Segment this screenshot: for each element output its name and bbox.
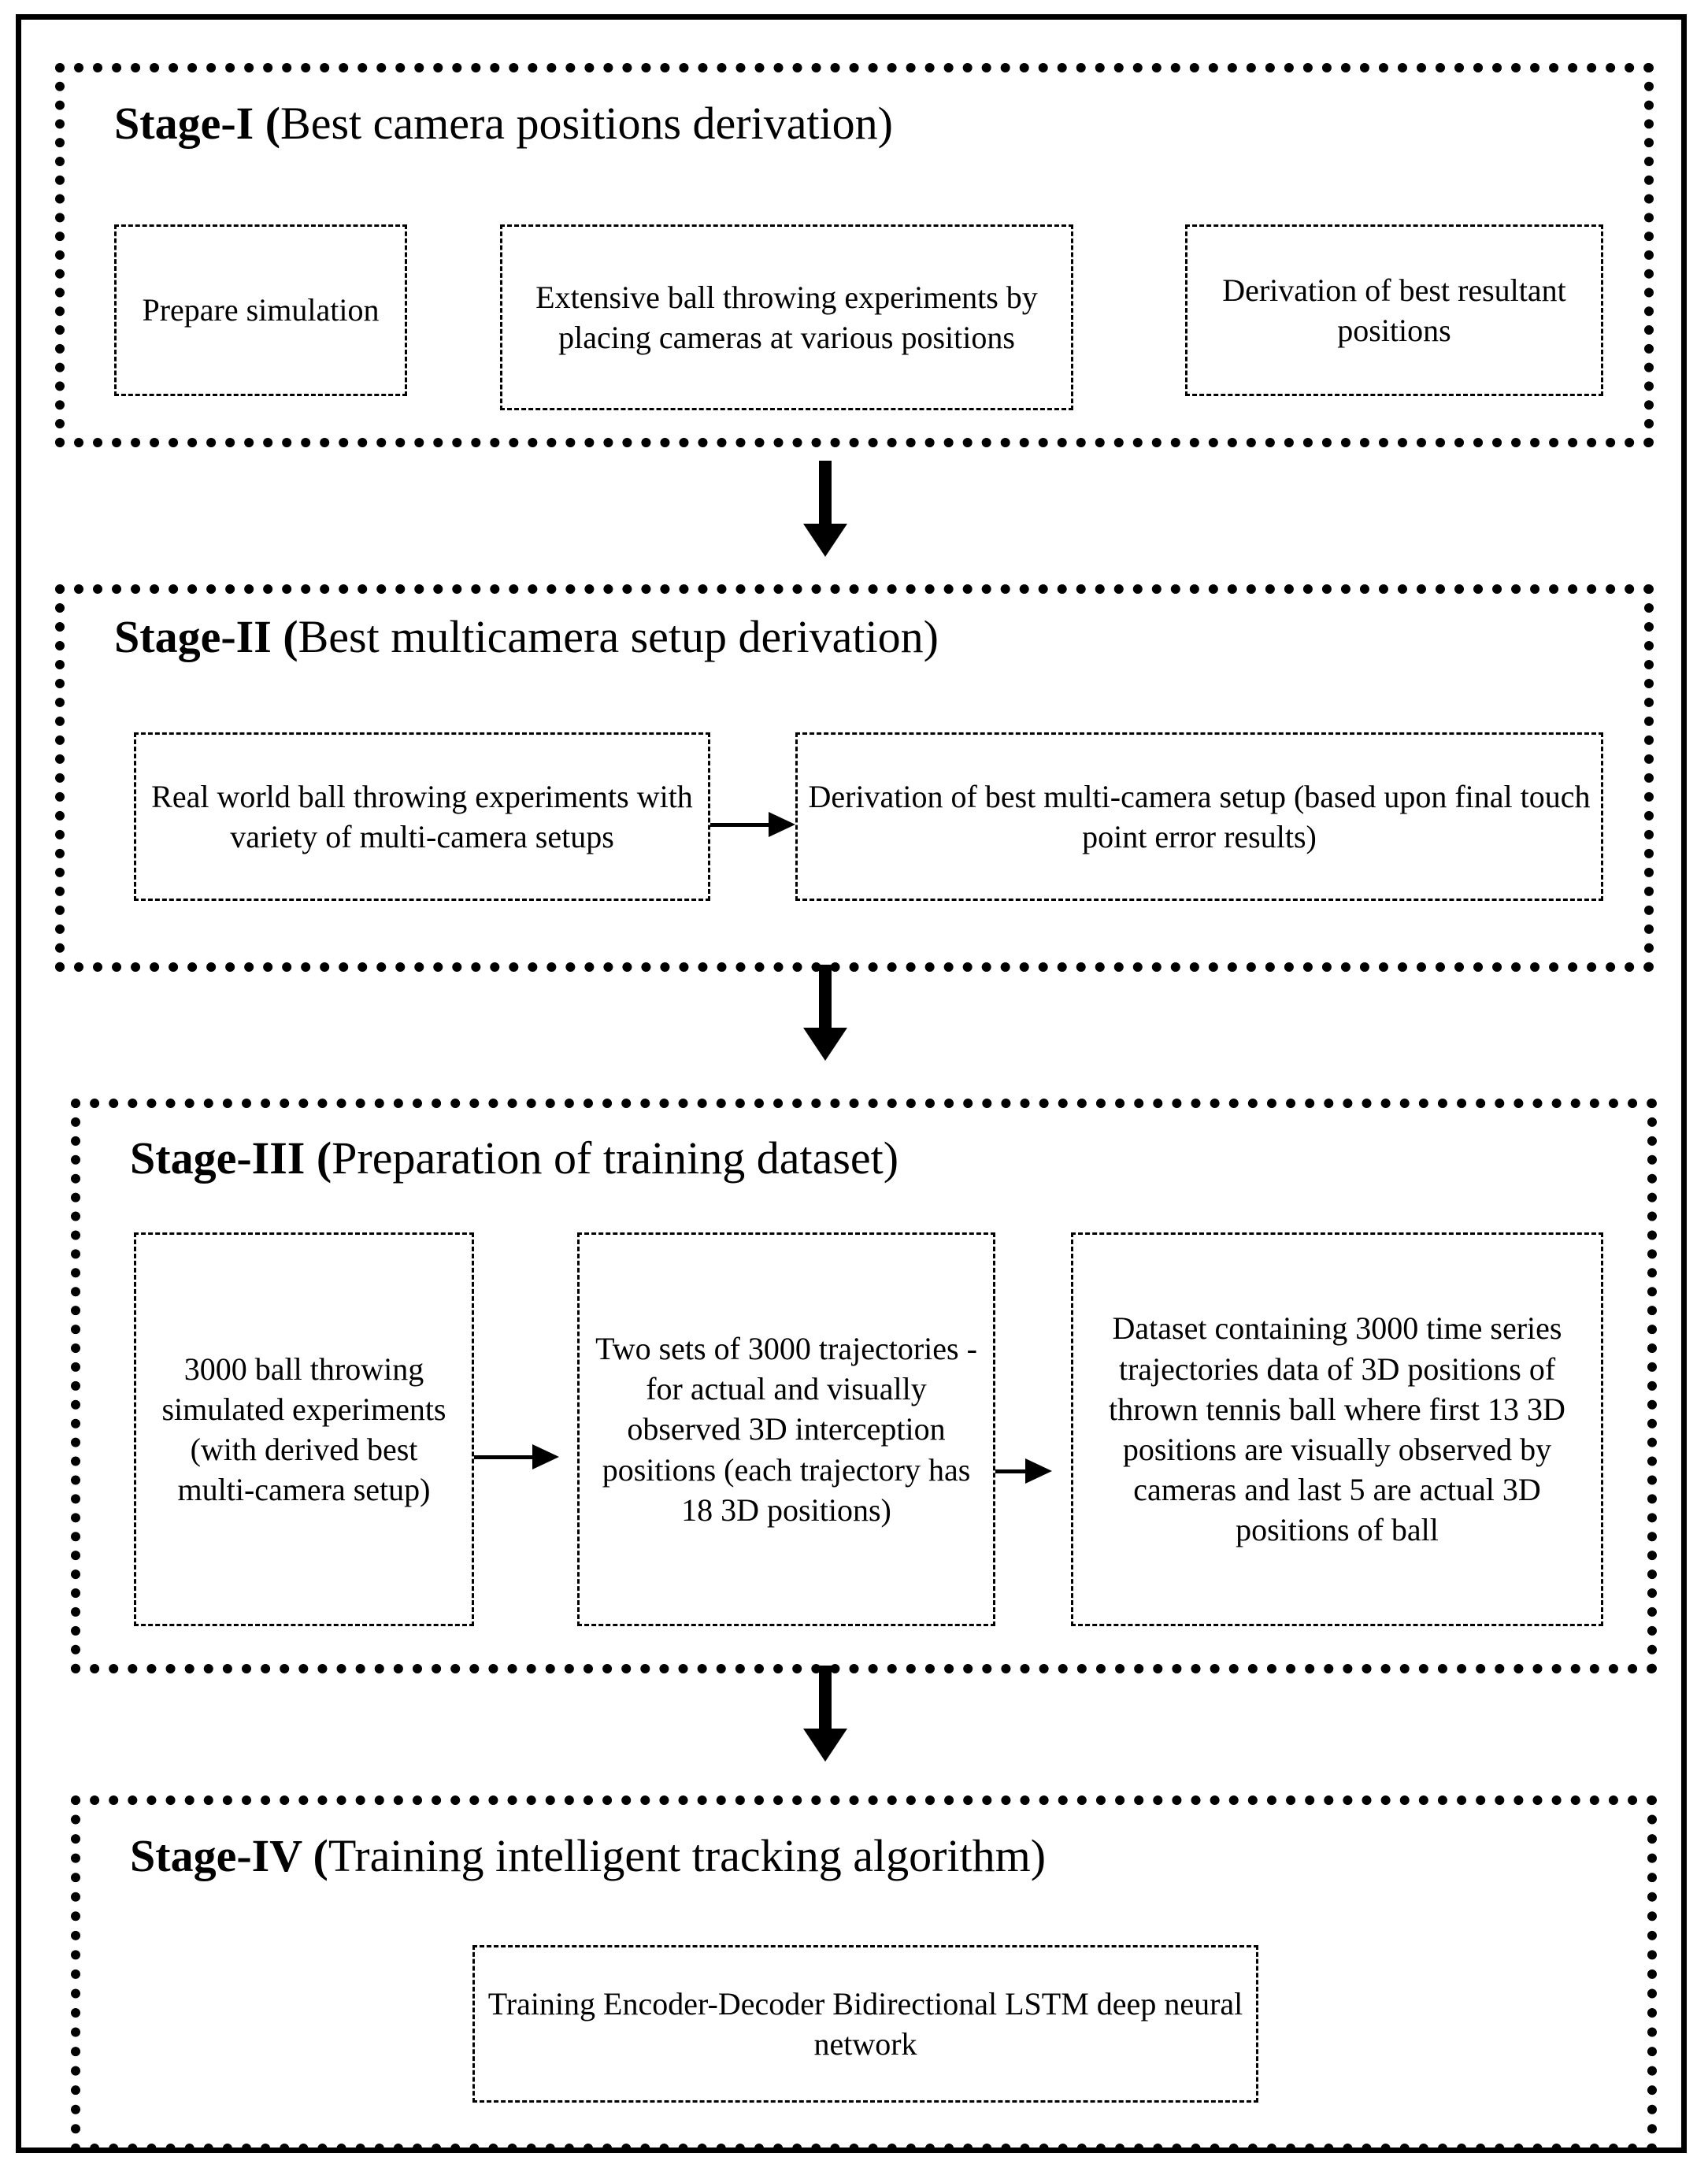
arrow-stage3-to-stage4 (803, 1666, 847, 1762)
stage-3 (71, 1099, 1657, 1673)
arrow-stage2-line (710, 823, 773, 827)
stage-3-title-text: Preparation of training dataset) (332, 1132, 899, 1184)
stage-4-title-bold: Stage-IV ( (130, 1830, 328, 1881)
arrow-stage2-to-stage3 (803, 965, 847, 1061)
stage-1-title-bold: Stage-I ( (114, 98, 281, 149)
stage-3-title: Stage-III (Preparation of training datas… (130, 1136, 898, 1181)
stage-1-title: Stage-I (Best camera positions derivatio… (114, 101, 893, 146)
arrow-stage3a-line (474, 1455, 537, 1459)
stage-3-box-simulated: 3000 ball throwing simulated experiments… (134, 1232, 474, 1626)
stage-2-title-text: Best multicamera setup derivation) (298, 611, 939, 662)
stage-3-title-bold: Stage-III ( (130, 1132, 332, 1184)
arrow-stage1-to-stage2 (803, 461, 847, 557)
arrow-stage3b-head (1025, 1458, 1052, 1484)
stage-4-title: Stage-IV (Training intelligent tracking … (130, 1833, 1046, 1879)
arrow-stage3a-head (532, 1444, 559, 1469)
stage-2-title-bold: Stage-II ( (114, 611, 298, 662)
arrow-stage2-head (769, 812, 795, 837)
stage-2-box-derivation: Derivation of best multi-camera setup (b… (795, 732, 1603, 901)
stage-2-title: Stage-II (Best multicamera setup derivat… (114, 614, 939, 660)
arrow-stage3b-line (995, 1469, 1030, 1473)
stage-1 (55, 63, 1654, 447)
stage-3-box-dataset: Dataset containing 3000 time series traj… (1071, 1232, 1603, 1626)
stage-4-box-training: Training Encoder-Decoder Bidirectional L… (472, 1945, 1258, 2103)
stage-1-box-experiments: Extensive ball throwing experiments by p… (500, 224, 1073, 410)
stage-1-title-text: Best camera positions derivation) (280, 98, 893, 149)
stage-1-box-derivation: Derivation of best resultant positions (1185, 224, 1603, 396)
stage-2 (55, 584, 1654, 972)
stage-1-box-prepare: Prepare simulation (114, 224, 407, 396)
stage-2-box-real-world: Real world ball throwing experiments wit… (134, 732, 710, 901)
stage-4-title-text: Training intelligent tracking algorithm) (328, 1830, 1047, 1881)
stage-3-box-two-sets: Two sets of 3000 trajectories - for actu… (577, 1232, 995, 1626)
stage-4 (71, 1795, 1657, 2153)
